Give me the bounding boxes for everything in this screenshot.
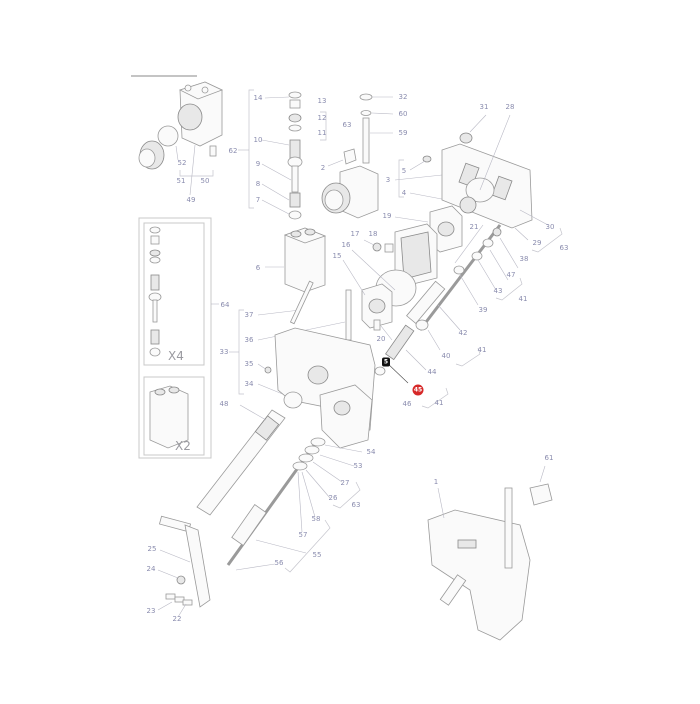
part-label-16[interactable]: 16 [341,241,351,249]
part-label-22[interactable]: 22 [172,615,182,623]
part-label-3[interactable]: 3 [385,176,391,184]
lever-illustration [158,515,211,608]
part-label-64[interactable]: 64 [220,301,230,309]
part-label-33[interactable]: 33 [219,348,229,356]
part-label-51[interactable]: 51 [176,177,186,185]
part-label-63-bottom[interactable]: 63 [351,501,361,509]
part-label-9[interactable]: 9 [255,160,261,168]
part-label-13[interactable]: 13 [317,97,327,105]
part-label-29[interactable]: 29 [532,239,542,247]
part-label-53[interactable]: 53 [353,462,363,470]
part-label-43[interactable]: 43 [493,287,503,295]
part-label-58[interactable]: 58 [311,515,321,523]
part-label-20[interactable]: 20 [376,335,386,343]
part-label-5[interactable]: 5 [401,167,407,175]
main-housing-illustration [274,327,376,449]
part-label-49[interactable]: 49 [186,196,196,204]
complete-assembly-illustration [427,483,553,641]
part-label-30[interactable]: 30 [545,223,555,231]
kit-panel-frame [138,217,212,459]
part-label-24[interactable]: 24 [146,565,156,573]
part-label-62[interactable]: 62 [228,147,238,155]
part-label-27[interactable]: 27 [340,479,350,487]
kit-valve-stack-illustration [148,226,162,357]
shaft-illustration [196,391,303,516]
cover-plate-illustration [441,143,533,229]
part-label-25[interactable]: 25 [147,545,157,553]
part-label-37[interactable]: 37 [244,311,254,319]
highlighted-part-badge[interactable]: 45 [412,384,424,396]
part-label-23[interactable]: 23 [146,607,156,615]
part-label-28[interactable]: 28 [505,103,515,111]
marker-badge[interactable]: 5 [382,357,390,367]
part-label-54[interactable]: 54 [366,448,376,456]
part-label-44[interactable]: 44 [427,368,437,376]
part-label-35[interactable]: 35 [244,360,254,368]
part-label-59[interactable]: 59 [398,129,408,137]
part-label-2[interactable]: 2 [320,164,326,172]
connector-block-illustration [138,81,224,170]
part-label-38[interactable]: 38 [519,255,529,263]
part-label-8[interactable]: 8 [255,180,261,188]
part-label-55[interactable]: 55 [312,551,322,559]
part-label-17[interactable]: 17 [350,230,360,238]
part-label-56[interactable]: 56 [274,559,284,567]
valve-block-illustration [283,227,327,293]
kit-multiplier-x4: X4 [168,349,184,363]
cylinder-block-illustration [321,165,379,219]
part-label-7[interactable]: 7 [255,196,261,204]
part-label-14[interactable]: 14 [253,94,263,102]
part-label-36[interactable]: 36 [244,336,254,344]
part-label-47[interactable]: 47 [506,271,516,279]
part-label-1[interactable]: 1 [433,478,439,486]
part-label-19[interactable]: 19 [382,212,392,220]
part-label-63-top[interactable]: 63 [342,121,352,129]
part-label-15[interactable]: 15 [332,252,342,260]
part-label-48[interactable]: 48 [219,400,229,408]
spool-illustration [226,437,326,566]
part-label-10[interactable]: 10 [253,136,263,144]
part-label-46[interactable]: 46 [402,400,412,408]
kit-block-illustration [149,385,189,449]
part-label-34[interactable]: 34 [244,380,254,388]
part-label-60[interactable]: 60 [398,110,408,118]
gasket-frame-illustration [361,205,463,329]
part-label-40[interactable]: 40 [441,352,451,360]
kit-multiplier-x2: X2 [175,439,191,453]
part-label-50[interactable]: 50 [200,177,210,185]
part-label-61[interactable]: 61 [544,454,554,462]
part-label-12[interactable]: 12 [317,114,327,122]
part-label-52[interactable]: 52 [177,159,187,167]
part-label-41-bottom[interactable]: 41 [434,399,444,407]
part-label-6[interactable]: 6 [255,264,261,272]
part-label-41-mid[interactable]: 41 [477,346,487,354]
part-label-26[interactable]: 26 [328,494,338,502]
part-label-18[interactable]: 18 [368,230,378,238]
part-label-32[interactable]: 32 [398,93,408,101]
part-label-31[interactable]: 31 [479,103,489,111]
plunger-assembly-illustration [406,224,502,331]
part-label-63-right[interactable]: 63 [559,244,569,252]
part-label-39[interactable]: 39 [478,306,488,314]
part-label-11[interactable]: 11 [317,129,327,137]
part-label-21[interactable]: 21 [469,223,479,231]
valve-stack-illustration [287,91,303,220]
part-label-4[interactable]: 4 [401,189,407,197]
part-label-57[interactable]: 57 [298,531,308,539]
part-label-42[interactable]: 42 [458,329,468,337]
part-label-41-top[interactable]: 41 [518,295,528,303]
